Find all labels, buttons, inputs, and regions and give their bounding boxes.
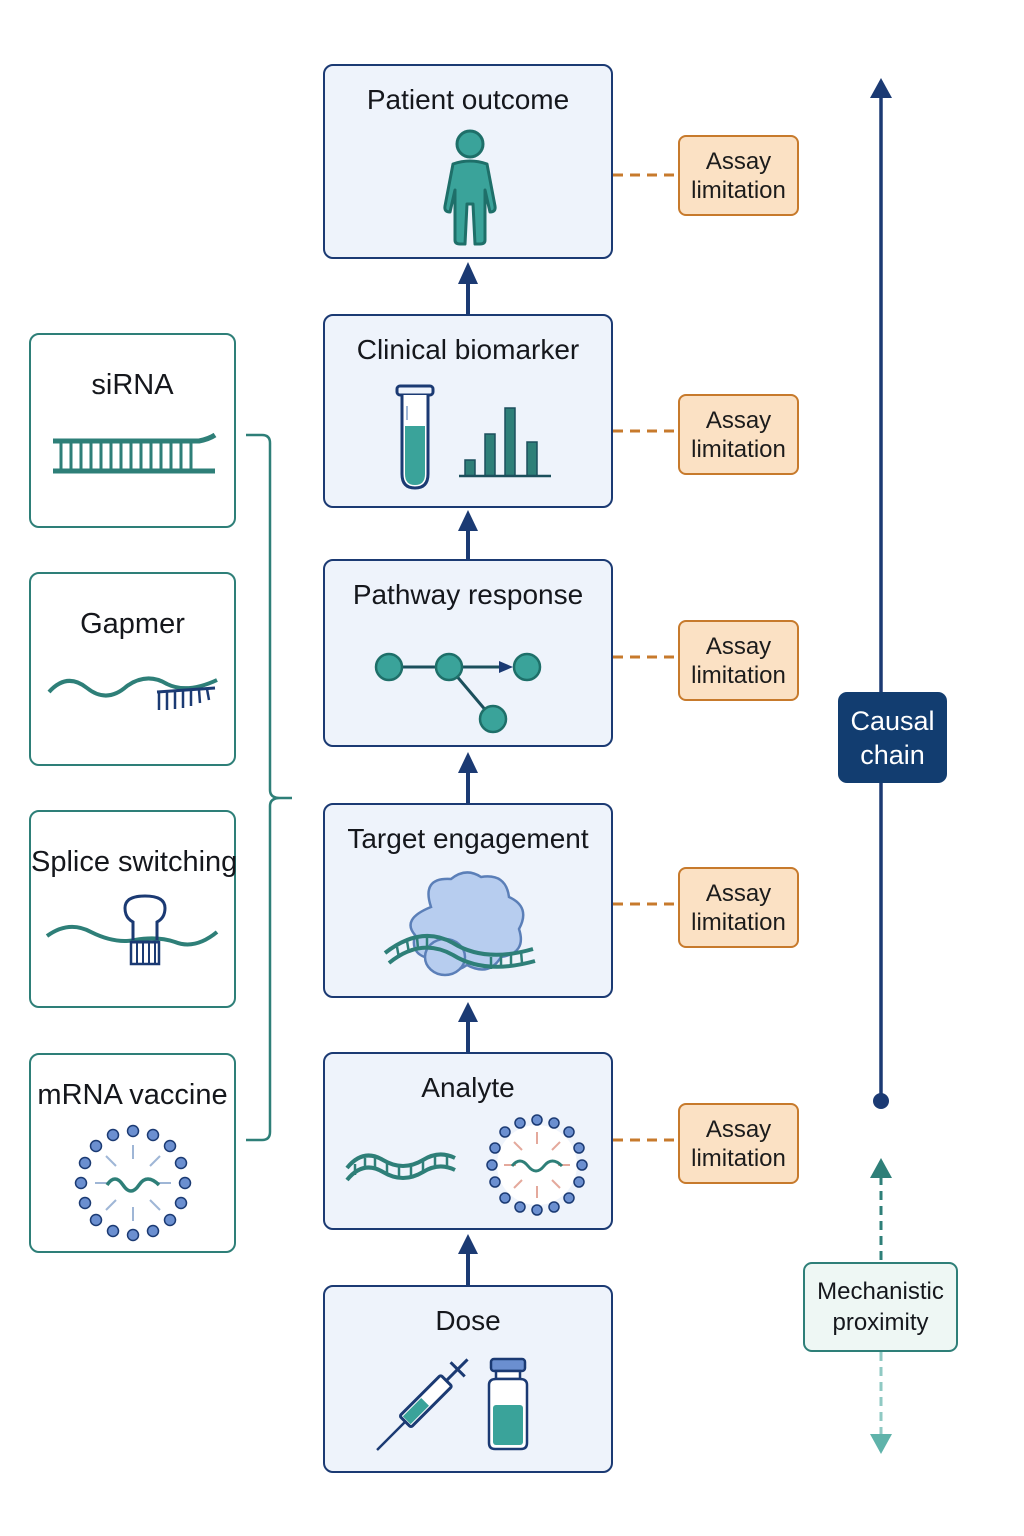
stage-clinical-biomarker: Clinical biomarker <box>323 314 613 508</box>
assay-limitation-line2: limitation <box>691 662 786 689</box>
lipid-nanoparticle-icon <box>74 1124 192 1242</box>
stage-title: Patient outcome <box>366 84 570 115</box>
assay-limitation-patient-outcome: Assay limitation <box>678 135 799 216</box>
assay-limitation-line1: Assay <box>705 1116 772 1143</box>
assay-limitation-line1: Assay <box>705 633 772 660</box>
assay-limitation-line2: limitation <box>691 436 786 463</box>
gapmer-icon <box>47 676 218 710</box>
stage-target-engagement: Target engagement <box>323 803 613 998</box>
pathway-network-icon <box>374 652 542 734</box>
syringe-icon <box>376 1358 469 1451</box>
stage-patient-outcome: Patient outcome <box>323 64 613 259</box>
modality-title: Gapmer <box>80 608 185 640</box>
mechanistic-proximity-line2: proximity <box>832 1309 929 1336</box>
assay-limitation-line1: Assay <box>705 407 772 434</box>
modality-mrna-vaccine: mRNA vaccine <box>29 1053 236 1253</box>
assay-limitation-line1: Assay <box>705 880 772 907</box>
assay-limitation-line1: Assay <box>705 148 772 175</box>
lipid-nanoparticle-icon <box>486 1114 588 1216</box>
assay-connectors <box>613 173 678 1142</box>
stage-title: Clinical biomarker <box>356 334 580 365</box>
mechanistic-proximity-axis <box>870 1158 892 1454</box>
stage-title: Pathway response <box>352 579 584 610</box>
vial-icon <box>487 1357 529 1451</box>
modality-bracket <box>246 433 292 1142</box>
rna-strand-icon <box>345 1152 456 1182</box>
stage-analyte: Analyte <box>323 1052 613 1230</box>
assay-limitation-target-engagement: Assay limitation <box>678 867 799 948</box>
stage-title: Target engagement <box>347 823 589 854</box>
stage-pathway-response: Pathway response <box>323 559 613 747</box>
mechanistic-proximity-label: Mechanistic proximity <box>803 1262 958 1352</box>
assay-limitation-line2: limitation <box>691 177 786 204</box>
assay-limitation-analyte: Assay limitation <box>678 1103 799 1184</box>
modality-sirna: siRNA <box>29 333 236 528</box>
stage-title: Dose <box>435 1305 501 1336</box>
assay-limitation-clinical-biomarker: Assay limitation <box>678 394 799 475</box>
assay-limitation-line2: limitation <box>691 909 786 936</box>
causal-chain-axis <box>870 78 892 1109</box>
person-icon <box>443 129 497 246</box>
splice-switching-icon <box>45 894 219 966</box>
mechanistic-proximity-line1: Mechanistic <box>817 1278 944 1305</box>
assay-limitation-pathway-response: Assay limitation <box>678 620 799 701</box>
modality-title: Splice switching <box>31 846 238 878</box>
causal-chain-line2: chain <box>860 740 925 770</box>
causal-chain-line1: Causal <box>850 706 935 736</box>
protein-rna-complex-icon <box>383 871 536 977</box>
modality-gapmer: Gapmer <box>29 572 236 766</box>
sirna-duplex-icon <box>53 432 217 474</box>
stage-arrows <box>458 262 478 1285</box>
modality-splice-switching: Splice switching <box>29 810 238 1008</box>
bar-chart-icon <box>459 407 551 478</box>
modality-title: siRNA <box>91 369 174 401</box>
modality-title: mRNA vaccine <box>37 1079 228 1111</box>
test-tube-icon <box>395 384 435 490</box>
stage-title: Analyte <box>421 1072 515 1103</box>
assay-limitation-line2: limitation <box>691 1145 786 1172</box>
stage-dose: Dose <box>323 1285 613 1473</box>
causal-chain-label: Causal chain <box>838 692 947 783</box>
